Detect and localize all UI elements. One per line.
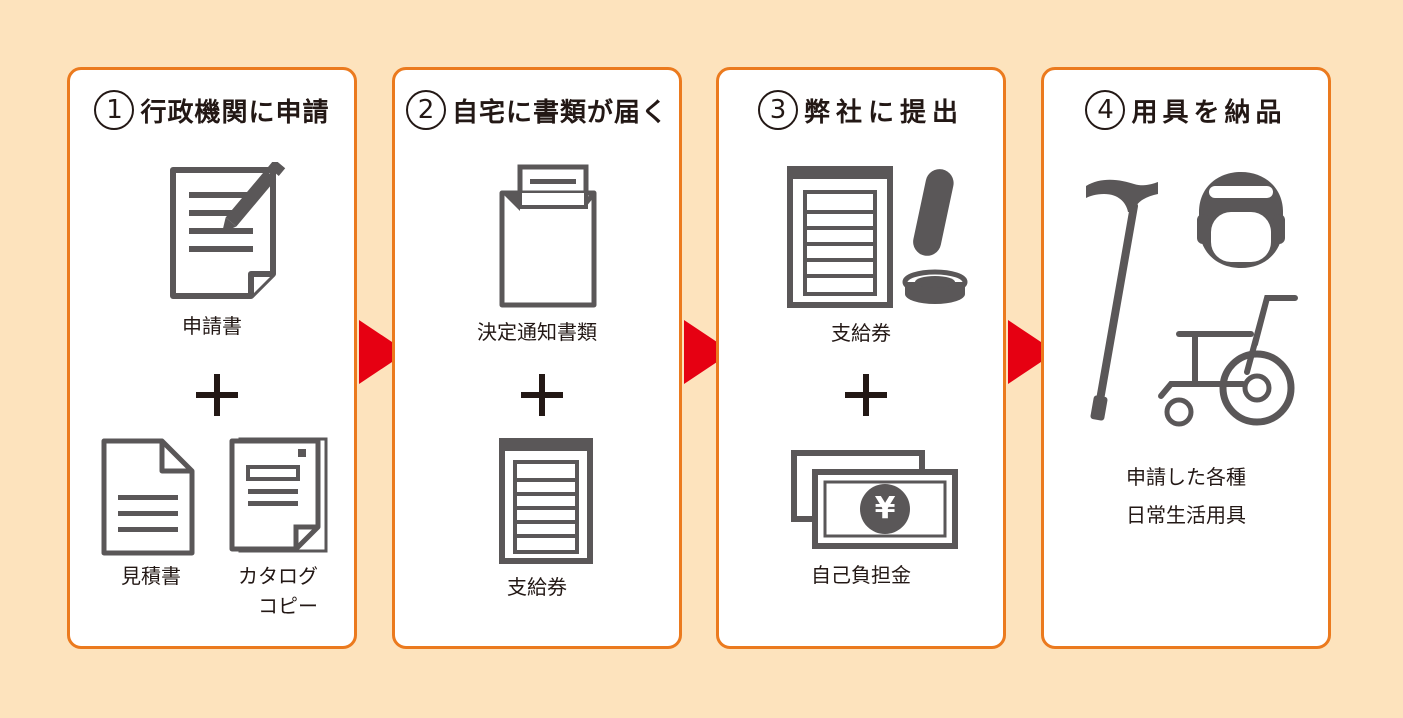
step-3-label: 弊社に提出 bbox=[803, 97, 964, 128]
envelope-icon bbox=[499, 164, 597, 308]
item-applied-devices: 申請した各種 bbox=[1126, 465, 1246, 489]
plus-icon bbox=[845, 374, 887, 416]
voucher-icon bbox=[787, 166, 893, 308]
voucher-icon bbox=[499, 438, 593, 564]
step-4-number: 4 bbox=[1085, 90, 1126, 130]
step-4-title: 4 用具を納品 bbox=[1044, 90, 1328, 130]
protective-helmet-icon bbox=[1197, 172, 1285, 268]
seal-stamp-icon bbox=[902, 169, 968, 304]
item-daily-living-equipment: 日常生活用具 bbox=[1126, 503, 1246, 527]
plus-icon bbox=[196, 374, 238, 416]
step-2-label: 自宅に書類が届く bbox=[451, 97, 668, 128]
step-3-number: 3 bbox=[757, 90, 798, 130]
item-catalog: カタログ bbox=[238, 564, 318, 588]
step-4-label: 用具を納品 bbox=[1131, 97, 1287, 128]
item-self-payment: 自己負担金 bbox=[811, 563, 911, 587]
step-card-3: 3 弊社に提出 支給券 ¥ 自己負担金 bbox=[716, 67, 1006, 649]
item-decision-notice: 決定通知書類 bbox=[477, 320, 597, 344]
plus-icon bbox=[521, 374, 563, 416]
yen-banknote-icon bbox=[791, 450, 958, 549]
item-estimate: 見積書 bbox=[121, 564, 181, 588]
item-voucher: 支給券 bbox=[507, 575, 567, 599]
step-card-2: 2 自宅に書類が届く 決定通知書類 支給券 bbox=[392, 67, 682, 649]
step-1-title: 1 行政機関に申請 bbox=[70, 90, 354, 130]
step-card-1: 1 行政機関に申請 申請書 見積書 カタログ コピー bbox=[67, 67, 357, 649]
wheelchair-icon bbox=[1158, 295, 1298, 427]
item-copy: コピー bbox=[258, 594, 318, 618]
step-card-4: 4 用具を納品 申請した各種 日常生活用具 bbox=[1041, 67, 1331, 649]
step-2-number: 2 bbox=[405, 90, 446, 130]
step-1-label: 行政機関に申請 bbox=[140, 97, 330, 128]
estimate-document-icon bbox=[101, 438, 195, 556]
step-3-title: 3 弊社に提出 bbox=[719, 90, 1003, 130]
step-2-title: 2 自宅に書類が届く bbox=[395, 90, 679, 130]
catalog-copy-icon bbox=[229, 437, 328, 553]
item-voucher: 支給券 bbox=[831, 321, 891, 345]
walking-cane-icon bbox=[1086, 179, 1158, 421]
step-1-number: 1 bbox=[94, 90, 135, 130]
application-form-icon bbox=[170, 162, 286, 299]
yen-symbol: ¥ bbox=[874, 491, 896, 526]
item-application-form: 申請書 bbox=[182, 314, 242, 338]
